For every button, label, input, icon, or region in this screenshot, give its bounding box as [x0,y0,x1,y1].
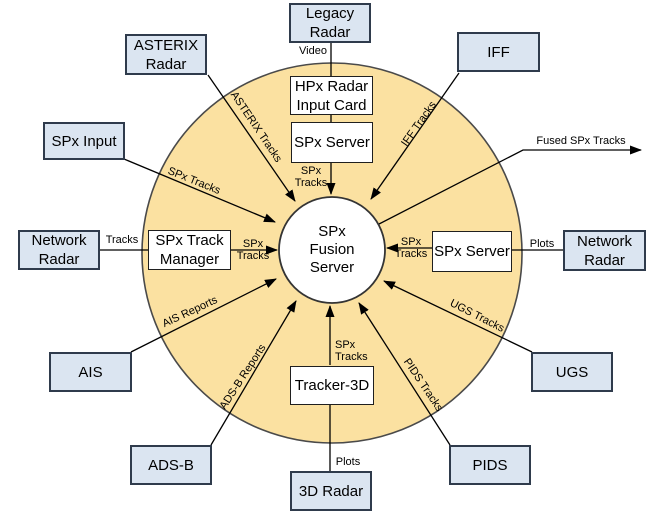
edge-label-spx-tracks-manager: SPx Tracks [236,238,270,262]
node-ugs: UGS [531,352,613,392]
arrow-ugs-tracks [383,280,533,353]
edge-label-video: Video [299,45,327,57]
fusion-hub-circle [278,196,386,304]
arrow-spx-input-tracks [123,158,276,223]
box-hpx-radar-input-card: HPx Radar Input Card [290,76,373,115]
arrow-adsb-reports [210,300,297,446]
arrow-asterix-tracks [207,74,296,202]
fusion-hub-label: SPx Fusion Server [309,223,355,276]
box-tracker-3d: Tracker-3D [290,366,374,405]
arrow-iff-tracks [370,72,460,200]
node-pids: PIDS [449,445,531,485]
arrow-ais-reports [130,278,277,353]
edge-label-fused-spx-tracks: Fused SPx Tracks [536,135,626,147]
edge-label-spx-tracks-top: SPx Tracks [294,165,328,189]
node-ais: AIS [49,352,132,392]
node-network-radar-right: Network Radar [563,230,646,271]
edge-label-tracks: Tracks [105,234,139,246]
arrow-pids-tracks [358,302,451,446]
box-spx-server-right: SPx Server [432,231,512,272]
edge-label-plots-bottom: Plots [335,456,361,468]
node-spx-input: SPx Input [43,122,125,160]
box-spx-track-manager: SPx Track Manager [148,230,231,270]
edge-label-plots-right: Plots [529,238,555,250]
node-network-radar-left: Network Radar [18,230,100,270]
edge-label-spx-tracks-tracker: SPx Tracks [335,339,368,363]
node-legacy-radar: Legacy Radar [289,3,371,43]
node-asterix-radar: ASTERIX Radar [125,34,207,75]
node-3d-radar: 3D Radar [290,471,372,511]
arrow-fused-spx-tracks [378,145,642,225]
node-adsb: ADS-B [130,445,212,485]
edge-label-spx-tracks-right: SPx Tracks [394,236,428,260]
box-spx-server-top: SPx Server [291,122,373,163]
node-iff: IFF [457,32,540,72]
